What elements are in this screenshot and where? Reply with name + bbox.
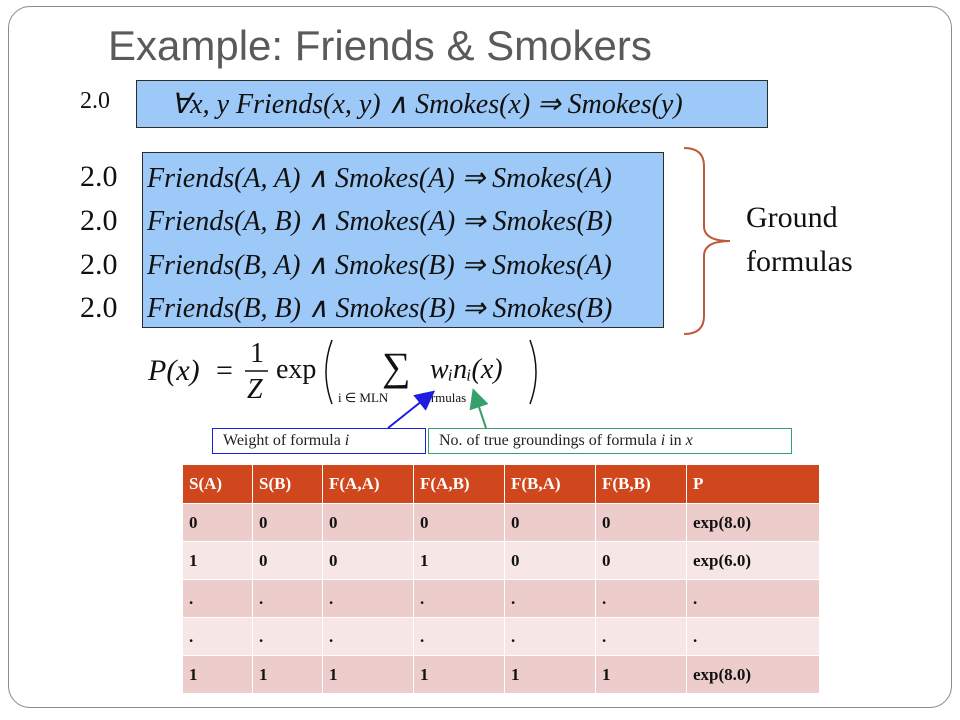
right-brace-icon bbox=[683, 147, 731, 335]
table-cell: 0 bbox=[504, 541, 596, 580]
slide-frame bbox=[8, 6, 952, 708]
eq-equals: = bbox=[216, 354, 233, 387]
eq-term-sub: formulas bbox=[420, 390, 466, 405]
table-header-row: S(A) S(B) F(A,A) F(A,B) F(B,A) F(B,B) P bbox=[182, 464, 820, 504]
worlds-table: S(A) S(B) F(A,A) F(A,B) F(B,A) F(B,B) P … bbox=[182, 464, 820, 694]
table-cell: 1 bbox=[595, 655, 687, 694]
table-cell: . bbox=[252, 579, 323, 618]
eq-term: wᵢnᵢ(x) bbox=[430, 354, 503, 385]
table-cell: 0 bbox=[182, 503, 253, 542]
eq-denominator: Z bbox=[247, 374, 263, 405]
table-cell: . bbox=[504, 579, 596, 618]
table-cell: 0 bbox=[595, 541, 687, 580]
table-row: 1 0 0 1 0 0 exp(6.0) bbox=[182, 541, 820, 580]
table-cell: exp(6.0) bbox=[686, 541, 820, 580]
eq-sum-sub: i ∈ MLN bbox=[338, 390, 389, 405]
header-fbb: F(B,B) bbox=[595, 464, 687, 504]
weight-callout-var: i bbox=[344, 432, 350, 449]
table-cell: . bbox=[182, 579, 253, 618]
table-cell: 1 bbox=[182, 541, 253, 580]
table-cell: . bbox=[413, 617, 505, 656]
table-cell: exp(8.0) bbox=[686, 655, 820, 694]
ground-formulas-label: Ground formulas bbox=[746, 196, 853, 284]
ground-formula-3: Friends(B, A) ∧ Smokes(B) ⇒ Smokes(A) bbox=[147, 250, 612, 281]
weight-callout-text: Weight of formula bbox=[223, 432, 345, 449]
table-cell: 0 bbox=[413, 503, 505, 542]
table-cell: . bbox=[322, 617, 414, 656]
table-cell: . bbox=[595, 579, 687, 618]
table-cell: exp(8.0) bbox=[686, 503, 820, 542]
eq-numerator: 1 bbox=[250, 338, 264, 369]
table-cell: . bbox=[595, 617, 687, 656]
table-cell: 0 bbox=[504, 503, 596, 542]
table-cell: . bbox=[413, 579, 505, 618]
top-formula-text: ∀x, y Friends(x, y) ∧ Smokes(x) ⇒ Smokes… bbox=[171, 89, 683, 120]
top-formula-box: ∀x, y Friends(x, y) ∧ Smokes(x) ⇒ Smokes… bbox=[136, 80, 768, 128]
groundings-callout-var2: x bbox=[685, 432, 693, 449]
table-row: . . . . . . . bbox=[182, 579, 820, 618]
table-cell: 1 bbox=[413, 541, 505, 580]
ground-formulas-box: Friends(A, A) ∧ Smokes(A) ⇒ Smokes(A) Fr… bbox=[142, 152, 664, 328]
eq-exp: exp bbox=[276, 354, 316, 385]
ground-weight-4: 2.0 bbox=[80, 291, 118, 324]
probability-equation: P(x) = 1 Z exp ∑ i ∈ MLN wᵢnᵢ(x) formula… bbox=[148, 338, 537, 405]
table-cell: . bbox=[504, 617, 596, 656]
ground-weight-3: 2.0 bbox=[80, 248, 118, 281]
table-cell: 0 bbox=[252, 503, 323, 542]
ground-formula-1: Friends(A, A) ∧ Smokes(A) ⇒ Smokes(A) bbox=[147, 163, 612, 194]
header-fab: F(A,B) bbox=[413, 464, 505, 504]
header-sb: S(B) bbox=[252, 464, 323, 504]
ground-weight-2: 2.0 bbox=[80, 204, 118, 237]
table-cell: . bbox=[322, 579, 414, 618]
ground-formula-2: Friends(A, B) ∧ Smokes(A) ⇒ Smokes(B) bbox=[147, 206, 613, 237]
table-cell: 1 bbox=[322, 655, 414, 694]
table-cell: 0 bbox=[252, 541, 323, 580]
header-fba: F(B,A) bbox=[504, 464, 596, 504]
ground-label-line2: formulas bbox=[746, 245, 853, 278]
header-p: P bbox=[686, 464, 820, 504]
eq-lhs: P(x) bbox=[148, 354, 200, 387]
eq-sum: ∑ bbox=[382, 344, 411, 389]
header-sa: S(A) bbox=[182, 464, 253, 504]
table-cell: 1 bbox=[252, 655, 323, 694]
groundings-callout: No. of true groundings of formula i in x bbox=[428, 428, 792, 454]
weight-callout: Weight of formula i bbox=[212, 428, 426, 454]
ground-weight-1: 2.0 bbox=[80, 160, 118, 193]
table-cell: 1 bbox=[504, 655, 596, 694]
table-row: 1 1 1 1 1 1 exp(8.0) bbox=[182, 655, 820, 694]
groundings-callout-mid: in bbox=[665, 432, 686, 449]
slide-title: Example: Friends & Smokers bbox=[108, 22, 652, 69]
table-cell: . bbox=[252, 617, 323, 656]
table-cell: . bbox=[686, 579, 820, 618]
table-cell: 1 bbox=[413, 655, 505, 694]
table-cell: 0 bbox=[322, 541, 414, 580]
groundings-callout-var: i bbox=[660, 432, 666, 449]
ground-label-line1: Ground bbox=[746, 201, 838, 234]
table-cell: 1 bbox=[182, 655, 253, 694]
top-formula-weight: 2.0 bbox=[80, 88, 110, 114]
table-cell: . bbox=[182, 617, 253, 656]
table-cell: . bbox=[686, 617, 820, 656]
header-faa: F(A,A) bbox=[322, 464, 414, 504]
ground-formula-4: Friends(B, B) ∧ Smokes(B) ⇒ Smokes(B) bbox=[147, 293, 613, 324]
table-row: . . . . . . . bbox=[182, 617, 820, 656]
table-cell: 0 bbox=[322, 503, 414, 542]
table-cell: 0 bbox=[595, 503, 687, 542]
table-row: 0 0 0 0 0 0 exp(8.0) bbox=[182, 503, 820, 542]
groundings-callout-text: No. of true groundings of formula bbox=[439, 432, 661, 449]
